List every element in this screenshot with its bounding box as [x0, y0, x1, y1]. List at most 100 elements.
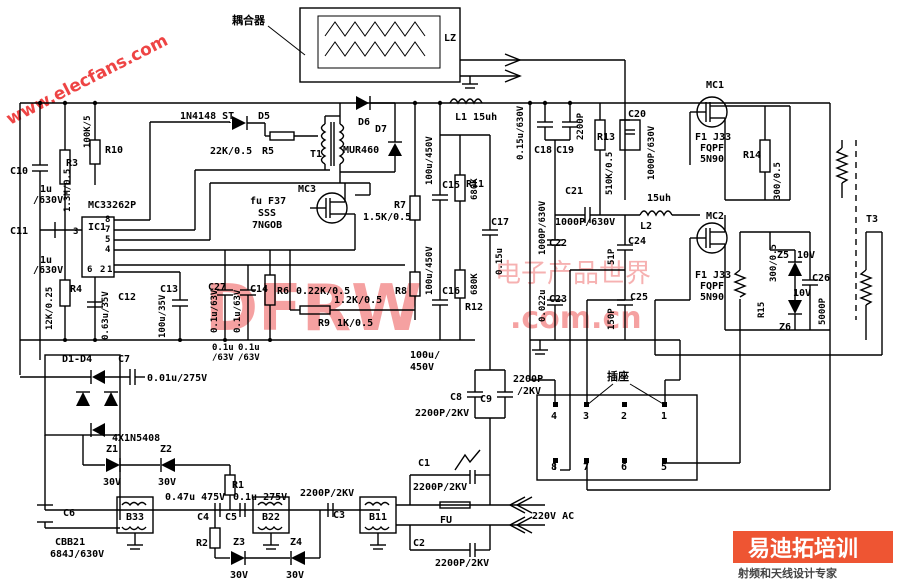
svg-text:R11: R11	[466, 179, 484, 190]
svg-text:D5: D5	[258, 111, 270, 122]
svg-text:R12: R12	[465, 302, 483, 313]
svg-text:R7: R7	[394, 200, 406, 211]
svg-text:2200P/2KV: 2200P/2KV	[300, 488, 354, 499]
svg-text:C11: C11	[10, 226, 28, 237]
svg-text:SSS: SSS	[258, 208, 276, 219]
svg-text:C2: C2	[413, 538, 425, 549]
svg-text:100u/: 100u/	[410, 350, 440, 361]
resistor-r4	[59, 279, 71, 307]
svg-text:C23: C23	[549, 294, 567, 305]
zener-z1	[106, 458, 120, 472]
svg-text:100u/450V: 100u/450V	[425, 136, 435, 185]
svg-text:1.2K/0.5: 1.2K/0.5	[334, 295, 382, 306]
svg-text:C22: C22	[549, 238, 567, 249]
ic1-chip	[81, 216, 115, 278]
svg-text:C25: C25	[630, 292, 648, 303]
svg-text:5000P: 5000P	[818, 297, 828, 325]
svg-text:2200P/2KV: 2200P/2KV	[415, 408, 469, 419]
svg-text:510K/0.5: 510K/0.5	[605, 152, 615, 195]
svg-text:D1-D4: D1-D4	[62, 354, 92, 365]
svg-text:100K/5: 100K/5	[83, 115, 93, 148]
svg-text:C21: C21	[565, 186, 583, 197]
svg-text:15uh: 15uh	[647, 193, 671, 204]
svg-text:2: 2	[100, 265, 105, 275]
svg-text:2: 2	[621, 411, 627, 422]
svg-text:1.3M/0.5: 1.3M/0.5	[63, 169, 73, 212]
c10-label: C10	[10, 166, 28, 177]
svg-text:100u/35V: 100u/35V	[158, 294, 168, 338]
svg-text:D7: D7	[375, 124, 387, 135]
svg-text:C7: C7	[118, 354, 130, 365]
svg-text:0.15u/630V: 0.15u/630V	[516, 105, 526, 160]
svg-text:FQPF: FQPF	[700, 143, 724, 154]
svg-text:2200P/2KV: 2200P/2KV	[435, 558, 489, 569]
svg-text:MC33262P: MC33262P	[88, 200, 136, 211]
svg-text:0.1u/63V: 0.1u/63V	[233, 289, 243, 333]
svg-text:1: 1	[661, 411, 667, 422]
svg-text:MUR460: MUR460	[343, 145, 379, 156]
svg-text:C8: C8	[450, 392, 462, 403]
svg-text:4: 4	[551, 411, 557, 422]
svg-text:1: 1	[107, 265, 112, 275]
diode-d6	[356, 96, 369, 110]
svg-text:680K: 680K	[470, 178, 480, 200]
svg-text:/630V: /630V	[33, 195, 63, 206]
svg-text:C27: C27	[208, 282, 226, 293]
diode-d5	[232, 116, 246, 130]
resistor-r5	[269, 131, 295, 141]
svg-text:插座: 插座	[607, 369, 629, 383]
svg-text:C17: C17	[491, 217, 509, 228]
inductor-l2	[639, 210, 673, 217]
svg-text:0.01u/275V: 0.01u/275V	[147, 373, 207, 384]
svg-text:IC1: IC1	[88, 222, 106, 233]
svg-text:1000P/630V: 1000P/630V	[555, 217, 615, 228]
coupler-winding-top	[324, 21, 426, 37]
svg-text:R6: R6	[277, 286, 289, 297]
zener-z4	[291, 551, 305, 565]
diode-d3	[104, 392, 118, 406]
zener-z2	[161, 458, 175, 472]
svg-text:R1: R1	[232, 480, 244, 491]
svg-text:C5: C5	[225, 512, 237, 523]
svg-text:F1 J33: F1 J33	[695, 270, 731, 281]
svg-text:684J/630V: 684J/630V	[50, 549, 104, 560]
svg-text:30V: 30V	[158, 477, 176, 488]
svg-text:680K: 680K	[470, 273, 480, 295]
svg-text:100u/450V: 100u/450V	[425, 246, 435, 295]
svg-text:/2KV: /2KV	[517, 386, 541, 397]
diode-d4	[92, 423, 105, 437]
svg-text:R13: R13	[597, 132, 615, 143]
svg-text:7: 7	[105, 225, 110, 235]
svg-text:1000P/630V: 1000P/630V	[538, 200, 548, 255]
svg-text:300/0.5: 300/0.5	[769, 244, 779, 282]
svg-text:R3: R3	[66, 158, 78, 169]
svg-text:5N90: 5N90	[700, 292, 724, 303]
svg-text:4: 4	[105, 245, 111, 255]
svg-text:R15: R15	[757, 302, 767, 318]
svg-text:CBB21: CBB21	[55, 537, 85, 548]
svg-text:C20: C20	[628, 109, 646, 120]
svg-text:1N4148 ST: 1N4148 ST	[180, 111, 234, 122]
resistor-r15	[733, 269, 747, 298]
svg-text:F1 J33: F1 J33	[695, 132, 731, 143]
svg-text:3: 3	[583, 411, 589, 422]
svg-text:R9: R9	[318, 318, 330, 329]
transformer-t1-secondary	[338, 123, 345, 165]
coupler-box	[299, 7, 461, 83]
svg-text:5: 5	[105, 235, 110, 245]
diode-d1	[92, 370, 105, 384]
transformer-t3-top	[835, 147, 849, 184]
svg-text:C12: C12	[118, 292, 136, 303]
watermark-cn: 电子产品世界	[495, 259, 651, 289]
resistor-r14	[759, 139, 771, 173]
svg-text:C6: C6	[63, 508, 75, 519]
resistor-r7	[409, 195, 421, 221]
svg-text:B11: B11	[369, 512, 387, 523]
svg-text:30V: 30V	[230, 570, 248, 581]
svg-text:C26: C26	[812, 273, 830, 284]
svg-text:T3: T3	[866, 214, 878, 225]
svg-text:0.1u: 0.1u	[238, 343, 260, 353]
lz-label: LZ	[444, 33, 456, 44]
svg-text:B22: B22	[262, 512, 280, 523]
